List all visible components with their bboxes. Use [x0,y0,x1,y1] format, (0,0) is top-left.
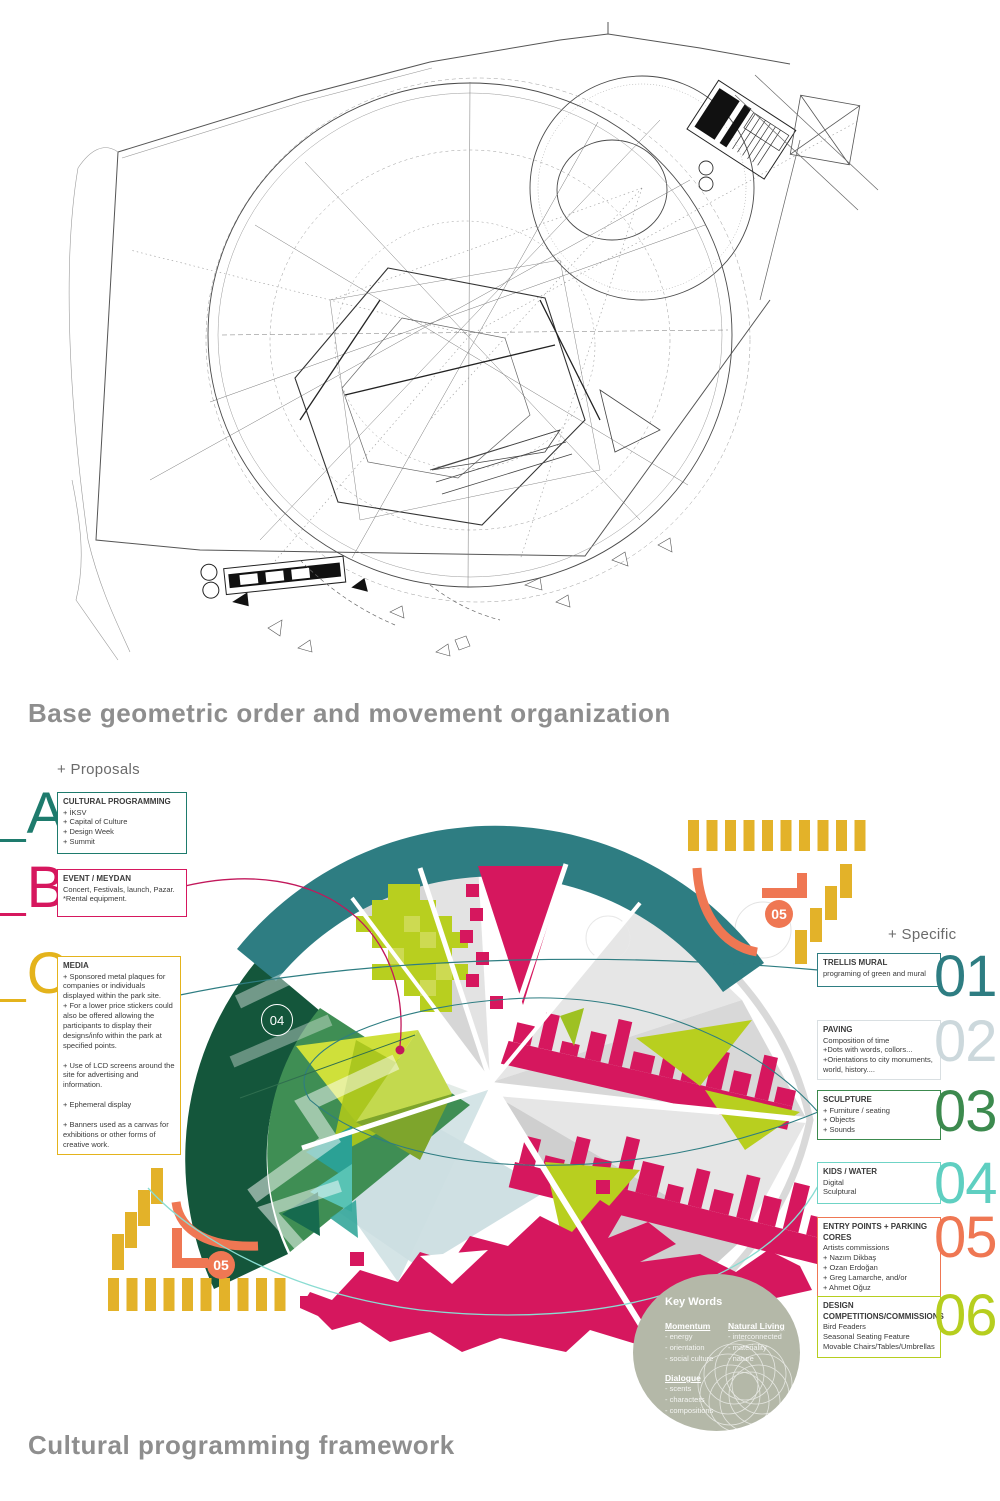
dialogue-items: - scents - characters - compositions [665,1384,714,1416]
proposal-c-title: MEDIA [63,961,89,970]
specific-2-title: PAVING [823,1025,853,1034]
kiosk-footprint [200,555,368,607]
letter-a-underscore: _ [0,791,26,843]
specific-1-lines: programing of green and mural [823,968,926,978]
specific-box-trellis-mural: TRELLIS MURAL programing of green and mu… [817,953,941,987]
specific-5-title: ENTRY POINTS + PARKING CORES [823,1222,928,1242]
key-words-title: Key Words [665,1296,723,1308]
specific-box-sculpture: SCULPTURE + Furniture / seating + Object… [817,1090,941,1141]
proposal-b-title: EVENT / MEYDAN [63,874,132,883]
caption-bottom: Cultural programming framework [28,1430,455,1460]
specific-number-06: 06 [934,1283,998,1348]
specific-box-entry-points: ENTRY POINTS + PARKING CORES Artists com… [817,1217,941,1298]
proposal-box-cultural-programming: CULTURAL PROGRAMMING + İKSV + Capital of… [57,792,187,854]
ring-logo [697,1339,793,1433]
specific-header: + Specific [888,926,957,943]
proposal-box-media: MEDIA + Sponsored metal plaques for comp… [57,956,181,1155]
proposal-letter-b: _ B [0,858,65,917]
building-footprint [686,79,797,180]
entry-marker-badge-bottom: 05 [207,1251,235,1279]
caption-top: Base geometric order and movement organi… [28,698,671,728]
proposal-box-event-meydan: EVENT / MEYDAN Concert, Festivals, launc… [57,869,187,917]
dialogue-heading: Dialogue [665,1373,701,1383]
framework-graphic [108,820,866,1364]
proposals-header: + Proposals [57,761,140,778]
specific-number-04: 04 [934,1151,998,1216]
natural-living-items: - interconnected - materiality - nature [728,1332,782,1364]
specific-number-03: 03 [934,1079,998,1144]
yellow-bars [108,820,866,1311]
letter-c-underscore: _ [0,951,26,1003]
key-words-group-dialogue: Dialogue - scents - characters - composi… [665,1372,713,1417]
specific-2-lines: Composition of time +Dots with words, co… [823,1035,933,1075]
teal-triangles [282,1126,358,1238]
orange-entry-marks [171,867,807,1268]
specific-1-title: TRELLIS MURAL [823,958,888,967]
specific-box-design-competitions: DESIGN COMPETITIONS/COMMISSIONS Bird Fea… [817,1296,944,1358]
letter-b-underscore: _ [0,865,26,917]
entry-marker-badge-top: 05 [765,900,793,928]
white-overlays [229,863,807,1332]
specific-6-lines: Bird Feaders Seasonal Seating Feature Mo… [823,1322,935,1351]
kids-marker-ring: 04 [261,1004,293,1036]
momentum-heading: Momentum [665,1321,711,1331]
key-words-group-momentum: Momentum - energy - orientation - social… [665,1320,713,1365]
key-words-group-natural-living: Natural Living - interconnected - materi… [728,1320,785,1365]
specific-4-lines: Digital Sculptural [823,1177,857,1197]
specific-3-title: SCULPTURE [823,1095,872,1104]
pink-top-wedge [460,866,566,1009]
specific-5-lines: Artists commissions + Nazım Dikbaş + Oza… [823,1243,908,1292]
key-words-circle: Key Words Momentum - energy - orientatio… [633,1274,800,1431]
site-plan-drawing [68,22,879,661]
proposal-letter-a: _ A [0,784,65,843]
specific-box-paving: PAVING Composition of time +Dots with wo… [817,1020,941,1081]
specific-3-lines: + Furniture / seating + Objects + Sounds [823,1105,890,1135]
specific-6-title: DESIGN COMPETITIONS/COMMISSIONS [823,1301,944,1321]
specific-number-05: 05 [934,1205,998,1270]
proposal-a-title: CULTURAL PROGRAMMING [63,797,171,806]
specific-box-kids-water: KIDS / WATER Digital Sculptural [817,1162,941,1204]
natural-living-heading: Natural Living [728,1321,785,1331]
proposal-b-lines: Concert, Festivals, launch, Pazar. *Rent… [63,884,175,904]
momentum-items: - energy - orientation - social culture [665,1332,714,1364]
specific-number-01: 01 [934,944,998,1009]
specific-4-title: KIDS / WATER [823,1167,878,1176]
proposal-a-lines: + İKSV + Capital of Culture + Design Wee… [63,807,128,847]
proposal-c-lines: + Sponsored metal plaques for companies … [63,971,175,1149]
specific-number-02: 02 [934,1009,998,1074]
